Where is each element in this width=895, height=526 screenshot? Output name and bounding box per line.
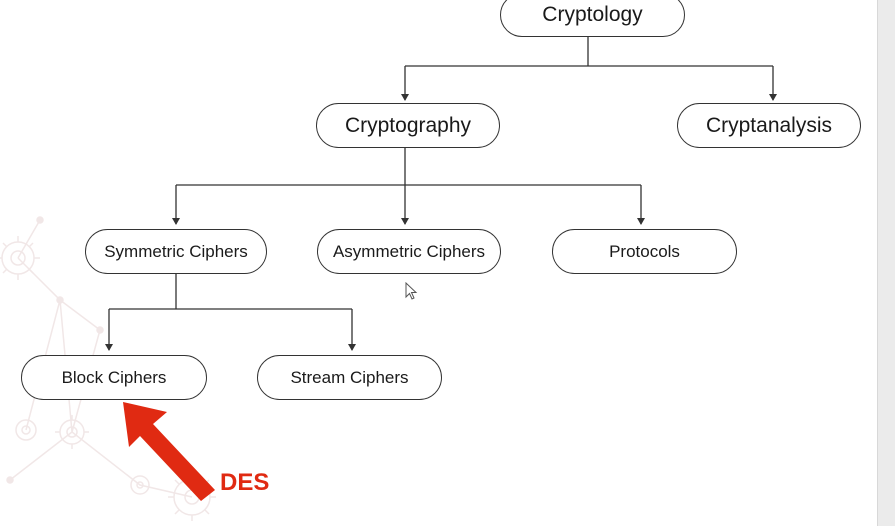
mouse-cursor-icon: [405, 282, 418, 300]
node-cryptology: Cryptology: [500, 0, 685, 37]
right-edge-panel: [877, 0, 895, 526]
des-annotation-label: DES: [220, 469, 270, 496]
node-symmetric-ciphers: Symmetric Ciphers: [85, 229, 267, 274]
node-asymmetric-ciphers: Asymmetric Ciphers: [317, 229, 501, 274]
node-block-ciphers: Block Ciphers: [21, 355, 207, 400]
node-protocols: Protocols: [552, 229, 737, 274]
node-cryptanalysis: Cryptanalysis: [677, 103, 861, 148]
node-stream-ciphers: Stream Ciphers: [257, 355, 442, 400]
node-cryptography: Cryptography: [316, 103, 500, 148]
